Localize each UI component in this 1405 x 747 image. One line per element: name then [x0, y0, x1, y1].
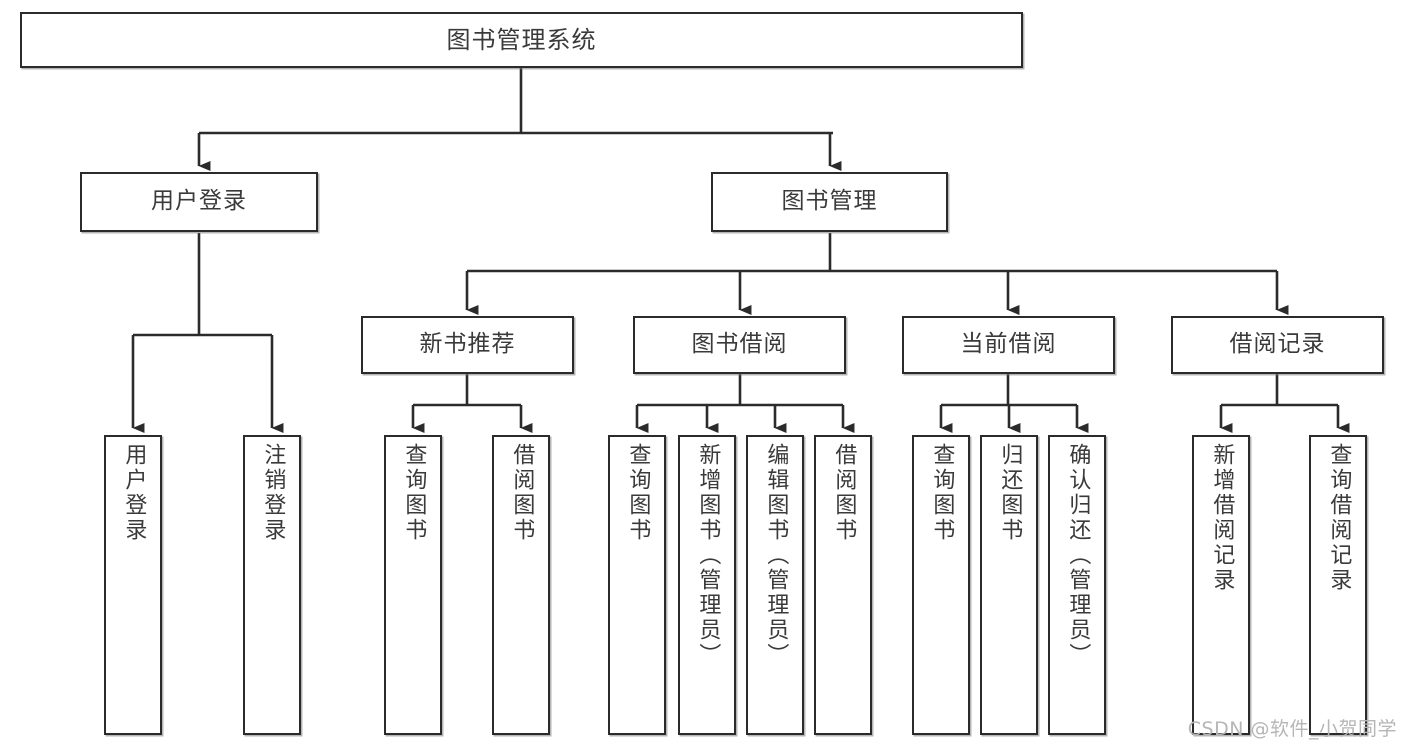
leaf-book-borrow-add-book-admin[interactable]: 新增图书（管理员） — [678, 435, 736, 735]
leaf-label: 借阅图书 — [831, 443, 857, 543]
node-label: 借阅记录 — [1229, 331, 1326, 358]
node-label: 图书管理 — [781, 188, 878, 215]
leaf-label: 查询图书 — [929, 443, 955, 543]
leaf-borrow-record-query-record[interactable]: 查询借阅记录 — [1309, 435, 1367, 735]
leaf-label: 确认归还（管理员） — [1065, 443, 1091, 668]
leaf-book-borrow-edit-book-admin[interactable]: 编辑图书（管理员） — [746, 435, 804, 735]
node-label: 新书推荐 — [419, 331, 516, 358]
node-label: 图书借阅 — [691, 331, 788, 358]
node-borrow-record[interactable]: 借阅记录 — [1171, 316, 1384, 374]
leaf-label: 注销登录 — [260, 443, 286, 543]
node-book-management[interactable]: 图书管理 — [711, 172, 948, 232]
leaf-current-borrow-confirm-return-admin[interactable]: 确认归还（管理员） — [1048, 435, 1106, 735]
leaf-user-login[interactable]: 用户登录 — [104, 435, 162, 735]
leaf-logout[interactable]: 注销登录 — [243, 435, 301, 735]
node-root-book-management-system[interactable]: 图书管理系统 — [20, 12, 1023, 68]
watermark-text: CSDN @软件_小贺同学 — [1187, 718, 1397, 740]
leaf-new-book-borrow-book[interactable]: 借阅图书 — [492, 435, 550, 735]
leaf-label: 借阅图书 — [509, 443, 535, 543]
leaf-label: 编辑图书（管理员） — [763, 443, 789, 668]
leaf-label: 归还图书 — [997, 443, 1023, 543]
leaf-current-borrow-query-book[interactable]: 查询图书 — [912, 435, 970, 735]
node-current-borrow[interactable]: 当前借阅 — [902, 316, 1115, 374]
leaf-label: 查询借阅记录 — [1326, 443, 1352, 593]
leaf-label: 查询图书 — [625, 443, 651, 543]
leaf-book-borrow-borrow-book[interactable]: 借阅图书 — [814, 435, 872, 735]
leaf-book-borrow-query-book[interactable]: 查询图书 — [608, 435, 666, 735]
node-user-login[interactable]: 用户登录 — [80, 172, 318, 232]
leaf-label: 新增图书（管理员） — [695, 443, 721, 668]
leaf-borrow-record-add-record[interactable]: 新增借阅记录 — [1192, 435, 1250, 735]
leaf-current-borrow-return-book[interactable]: 归还图书 — [980, 435, 1038, 735]
node-book-borrow[interactable]: 图书借阅 — [633, 316, 846, 374]
leaf-label: 新增借阅记录 — [1209, 443, 1235, 593]
node-label: 图书管理系统 — [446, 25, 597, 54]
node-new-book-recommend[interactable]: 新书推荐 — [361, 316, 574, 374]
leaf-new-book-query-book[interactable]: 查询图书 — [384, 435, 442, 735]
leaf-label: 用户登录 — [121, 443, 147, 543]
node-label: 当前借阅 — [960, 331, 1057, 358]
leaf-label: 查询图书 — [401, 443, 427, 543]
node-label: 用户登录 — [151, 188, 247, 215]
